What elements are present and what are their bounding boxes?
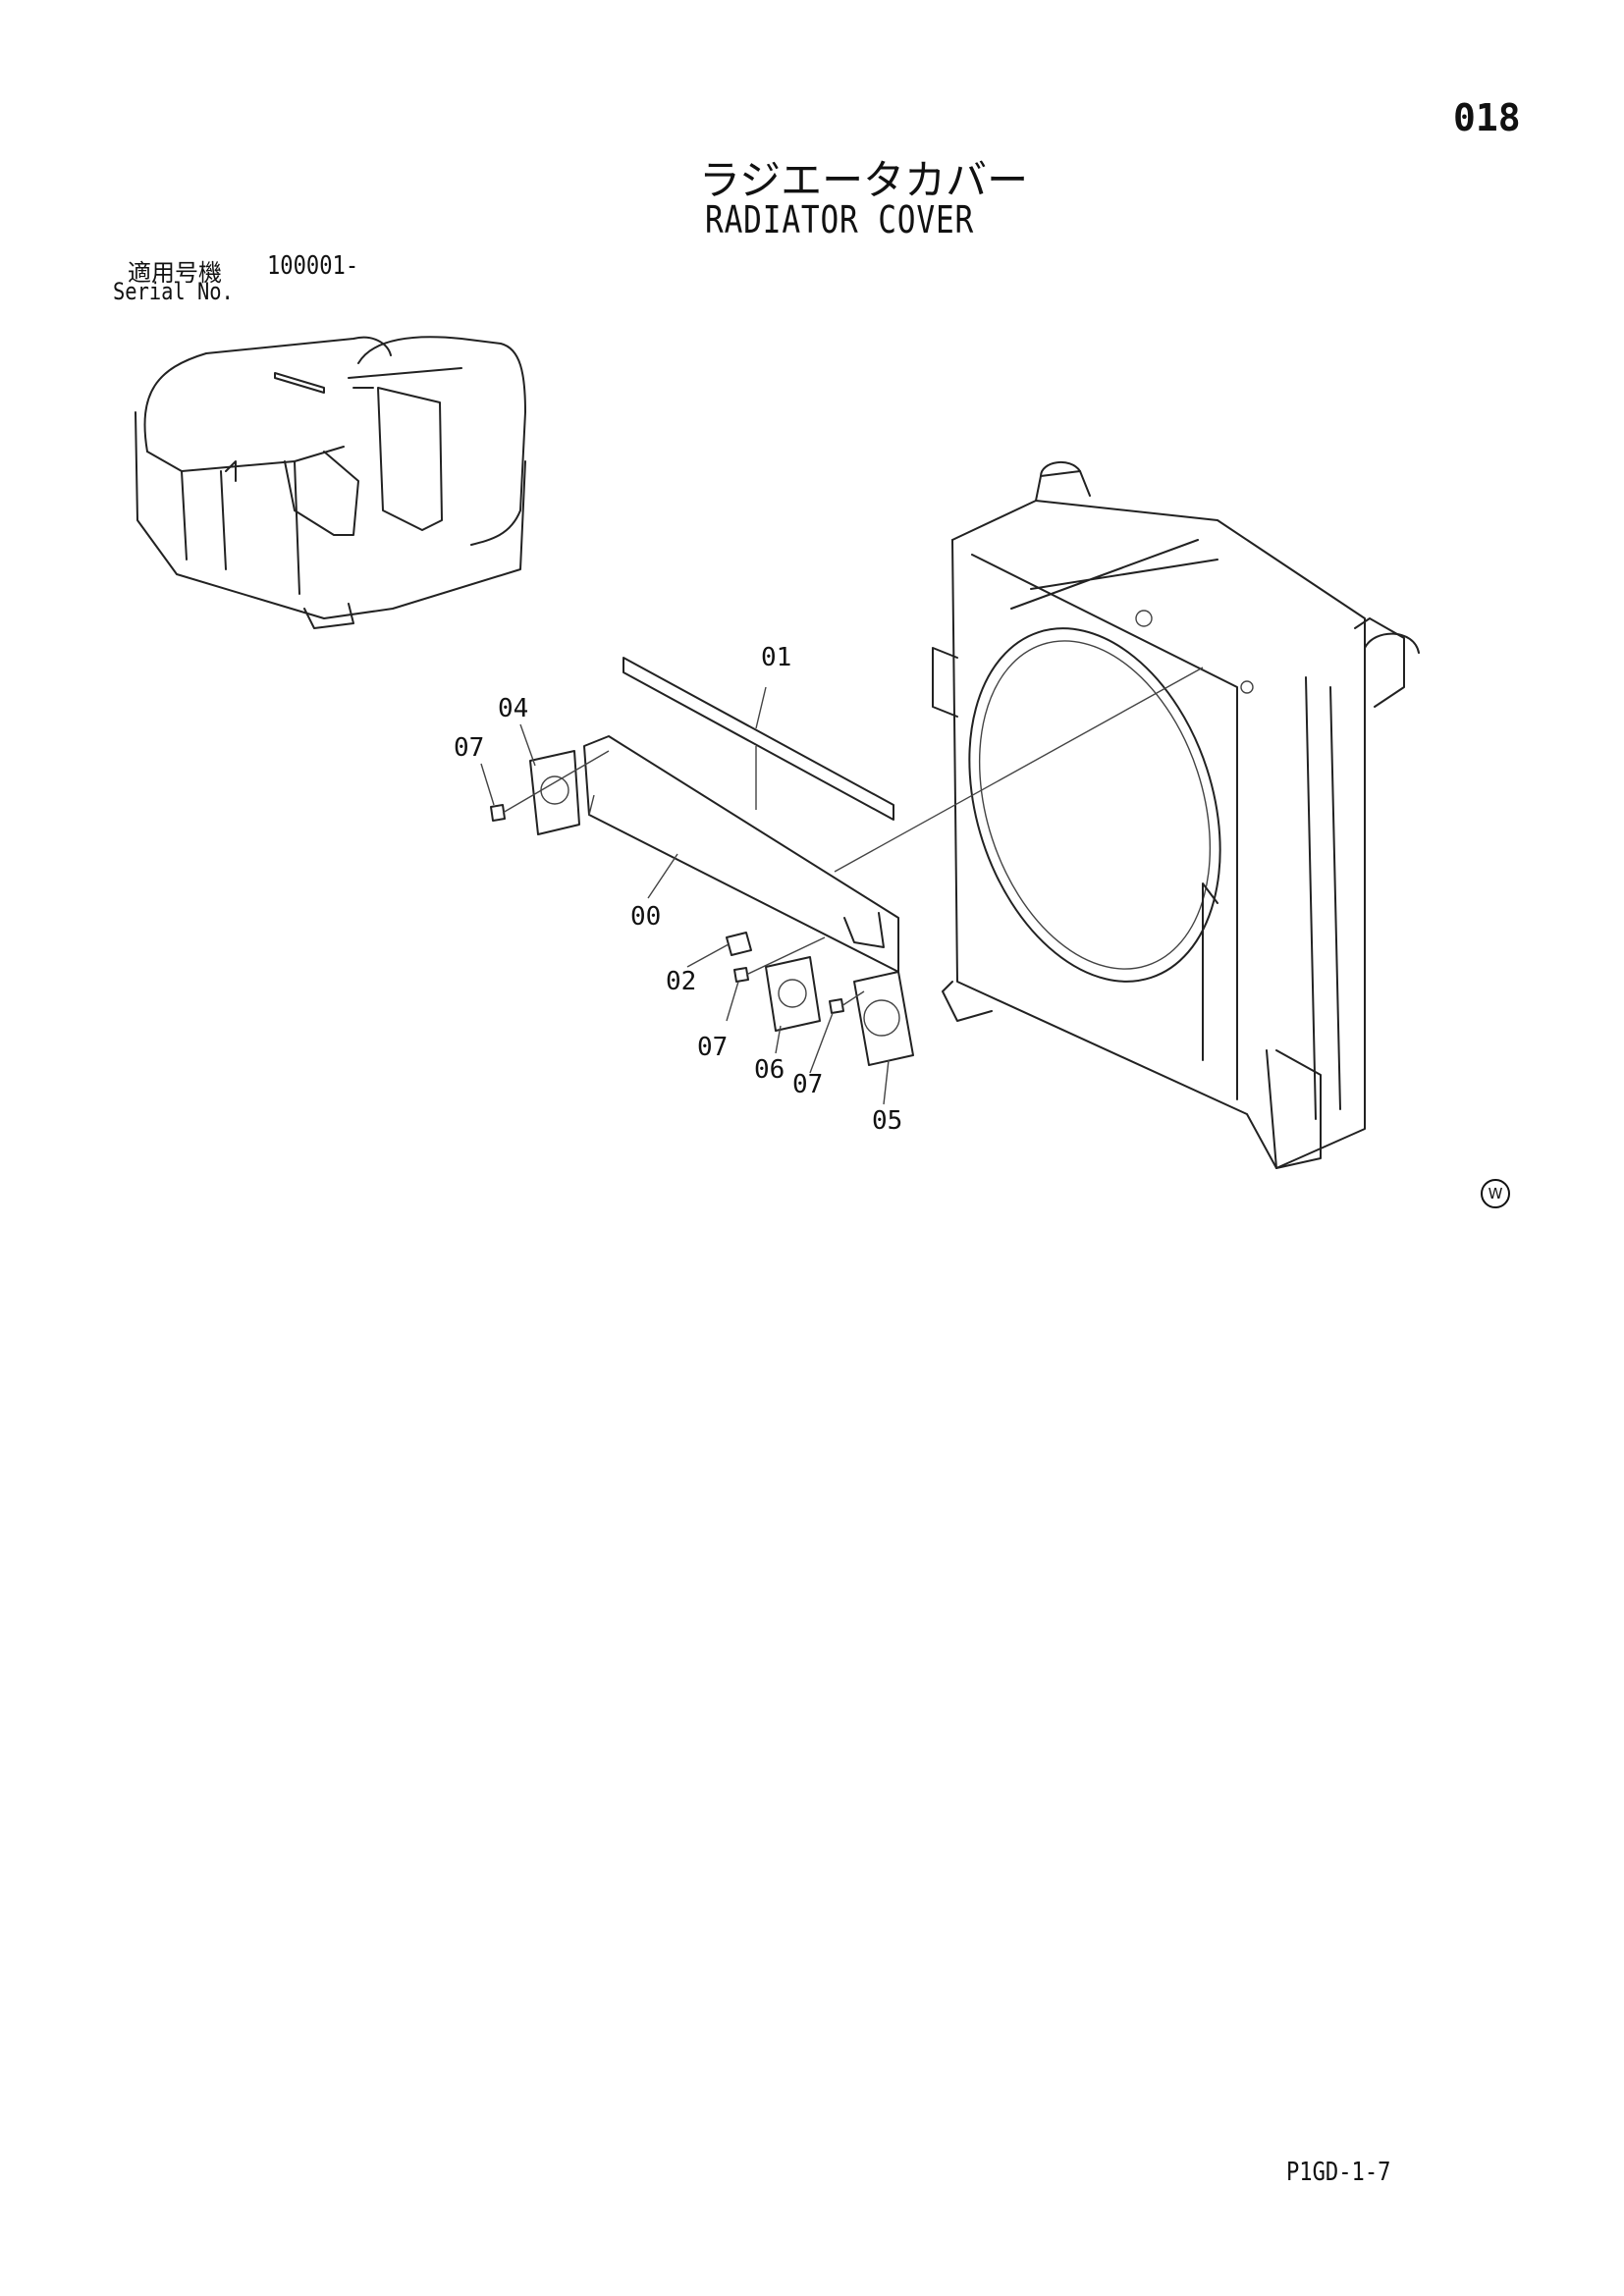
callout-01: 01 <box>761 643 791 672</box>
plate-04-drawing <box>529 750 580 835</box>
callout-07-b: 07 <box>697 1033 728 1062</box>
callout-07-c: 07 <box>792 1070 823 1099</box>
bolt-07-c-drawing <box>829 998 844 1014</box>
callout-05: 05 <box>872 1106 902 1136</box>
callout-04: 04 <box>498 694 528 723</box>
machine-overview-drawing <box>135 336 526 629</box>
serial-label-japanese: 適用号機 <box>128 259 222 287</box>
title-english: RADIATOR COVER <box>705 198 975 241</box>
radiator-assembly-drawing <box>932 461 1420 1169</box>
w-circle-mark: W <box>1481 1179 1510 1208</box>
callout-06: 06 <box>754 1055 785 1085</box>
callout-02: 02 <box>666 967 696 996</box>
plate-05-drawing <box>853 971 914 1066</box>
plate-06-drawing <box>765 956 821 1032</box>
nut-02-drawing <box>726 932 752 956</box>
leader-lines <box>480 667 1204 1105</box>
callout-00: 00 <box>630 902 661 932</box>
title-japanese: ラジエータカバー <box>699 156 1029 204</box>
rubber-strip-drawing <box>623 657 894 821</box>
document-code: P1GD-1-7 <box>1286 2158 1391 2187</box>
serial-label-english: Serial No. <box>113 278 234 305</box>
cover-plate-drawing <box>583 735 899 973</box>
serial-number-value: 100001- <box>267 251 359 281</box>
page-number: 018 <box>1453 96 1521 139</box>
bolt-07-b-drawing <box>733 967 749 983</box>
callout-07-a: 07 <box>454 733 484 763</box>
bolt-07-a-drawing <box>490 804 506 822</box>
